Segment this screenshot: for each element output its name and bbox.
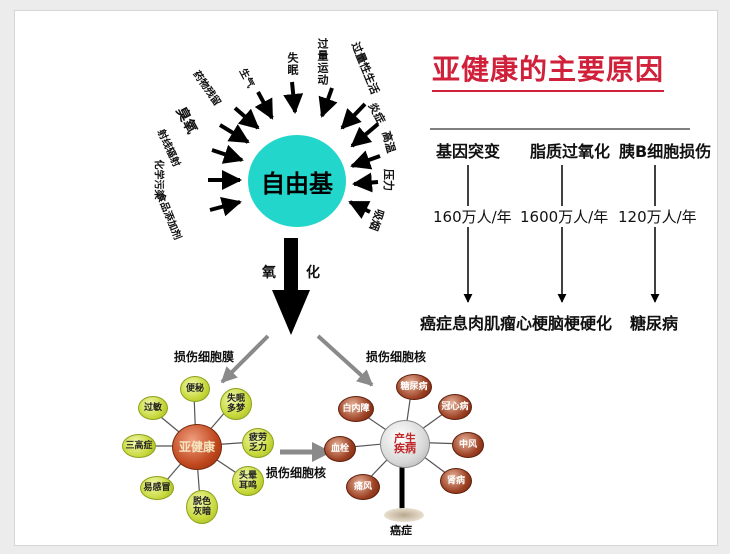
column-head-3: 胰B细胞损伤 xyxy=(619,138,711,162)
nucleus-arrow xyxy=(318,336,372,385)
cause-exercise: 过量运动 xyxy=(314,38,330,86)
column-head-2: 脂质过氧化 xyxy=(530,138,610,162)
cause-insomnia: 失眠 xyxy=(284,52,300,76)
right-node-heart: 冠心病 xyxy=(438,394,472,420)
membrane-label: 损伤细胞膜 xyxy=(174,348,234,365)
column-disease-1: 癌症息肉肌瘤 xyxy=(420,310,516,334)
left-node-label: 脱色灰暗 xyxy=(193,497,211,517)
right-node-stroke: 中风 xyxy=(452,432,484,458)
right-node-label: 中风 xyxy=(459,440,477,450)
left-node-three-high: 三高症 xyxy=(122,434,156,458)
nucleus-label-mid: 损伤细胞核 xyxy=(266,464,326,481)
main-title: 亚健康的主要原因 xyxy=(432,48,664,92)
left-node-label: 头晕耳鸣 xyxy=(237,471,259,491)
right-node-cataract: 白内障 xyxy=(338,396,374,422)
right-node-label: 白内障 xyxy=(342,404,369,414)
cancer-label: 癌症 xyxy=(390,522,412,538)
column-rate-2: 1600万人/年 xyxy=(520,206,608,227)
oxidation-left: 氧 xyxy=(262,262,276,282)
left-node-label: 疲劳乏力 xyxy=(247,433,269,453)
right-node-diabetes: 糖尿病 xyxy=(396,374,432,400)
cause-chem: 化学污染 xyxy=(153,160,168,200)
right-node-label: 痛风 xyxy=(354,482,372,492)
left-cluster-center: 亚健康 xyxy=(172,424,222,470)
oxidation-right: 化 xyxy=(306,262,320,282)
left-node-label: 失眠多梦 xyxy=(225,394,247,414)
column-rate-3: 120万人/年 xyxy=(618,206,697,227)
free-radical-node: 自由基 xyxy=(248,135,346,227)
column-disease-3: 糖尿病 xyxy=(630,310,678,334)
left-node-dizzy: 头晕耳鸣 xyxy=(232,466,264,496)
left-cluster-center-label: 亚健康 xyxy=(179,442,215,452)
column-arrows xyxy=(468,165,655,302)
right-node-label: 糖尿病 xyxy=(400,382,427,392)
column-rate-1: 160万人/年 xyxy=(433,206,512,227)
left-node-pale: 脱色灰暗 xyxy=(186,490,218,524)
right-node-gout: 痛风 xyxy=(346,474,380,500)
left-node-cold: 易感冒 xyxy=(140,476,174,500)
right-node-label: 肾病 xyxy=(447,476,465,486)
right-node-thrombus: 血栓 xyxy=(324,436,356,462)
left-node-insomnia: 失眠多梦 xyxy=(220,388,252,420)
free-radical-label: 自由基 xyxy=(261,164,333,199)
oxidation-arrow xyxy=(272,238,310,335)
right-cluster-center-label: 产生疾病 xyxy=(393,434,417,454)
right-cluster-center: 产生疾病 xyxy=(380,420,430,468)
right-node-kidney: 肾病 xyxy=(440,468,472,494)
left-node-label: 三高症 xyxy=(125,441,152,451)
left-node-constipation: 便秘 xyxy=(180,376,210,402)
left-node-label: 便秘 xyxy=(186,384,204,394)
column-head-1: 基因突变 xyxy=(436,138,500,162)
left-node-label: 易感冒 xyxy=(143,483,170,493)
left-node-fatigue: 疲劳乏力 xyxy=(242,428,274,458)
right-node-label: 血栓 xyxy=(331,444,349,454)
right-node-label: 冠心病 xyxy=(441,402,468,412)
left-node-allergy: 过敏 xyxy=(138,396,168,420)
column-disease-2: 心梗脑梗硬化 xyxy=(516,310,612,334)
left-node-label: 过敏 xyxy=(144,403,162,413)
cancer-base xyxy=(384,508,424,522)
nucleus-label: 损伤细胞核 xyxy=(366,348,426,365)
cause-pressure: 压力 xyxy=(381,169,397,191)
